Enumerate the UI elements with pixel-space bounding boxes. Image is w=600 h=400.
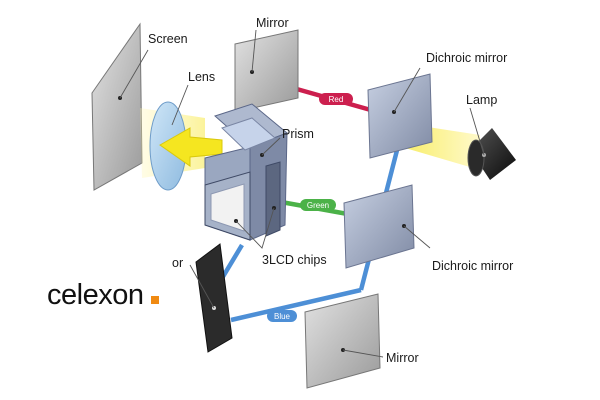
blue-beam-pill: [267, 310, 297, 322]
lamp-front: [467, 139, 485, 177]
label-dichroic-top: Dichroic mirror: [426, 51, 507, 65]
prism-window: [221, 117, 276, 151]
leader-mirror-bottom: [342, 349, 384, 358]
green-beam-label: Green: [307, 201, 329, 210]
leader-mirror-left: [189, 264, 215, 309]
leader-lines: [119, 29, 485, 358]
label-mirror-bottom: Mirror: [386, 351, 419, 365]
leader-lcd: [235, 207, 275, 249]
dichroic-mirror-top: [367, 73, 433, 159]
label-mirror-left: or: [172, 256, 183, 270]
blue-beam: [230, 287, 362, 323]
leader-lens: [171, 84, 189, 126]
brand-logo-dot: [151, 296, 159, 304]
label-lens: Lens: [188, 70, 215, 84]
dichroic-mirror-middle: [343, 184, 415, 269]
leader-dichroic-top: [393, 67, 421, 113]
leader-lamp: [469, 107, 485, 156]
mirror-bottom: [304, 293, 381, 389]
label-mirror-top: Mirror: [256, 16, 289, 30]
leader-screen: [119, 49, 149, 99]
label-dichroic-mid: Dichroic mirror: [432, 259, 513, 273]
red-beam-pill: [319, 93, 353, 105]
output-arrow: [159, 127, 223, 167]
leader-dichroic-mid: [403, 225, 431, 249]
brand-logo: celexon: [47, 279, 144, 311]
mirror-left: [195, 243, 233, 353]
label-lamp: Lamp: [466, 93, 497, 107]
mirror-top: [234, 29, 299, 113]
leader-prism: [261, 137, 281, 156]
label-prism: Prism: [282, 127, 314, 141]
leader-mirror-top: [251, 29, 257, 73]
screen-panel: [91, 22, 143, 191]
red-beam-label: Red: [329, 95, 344, 104]
lcd-chip-side: [265, 161, 281, 237]
label-lcd-chips: 3LCD chips: [262, 253, 327, 267]
green-beam-pill: [300, 199, 336, 211]
label-screen: Screen: [148, 32, 188, 46]
blue-beam-label: Blue: [274, 312, 291, 321]
